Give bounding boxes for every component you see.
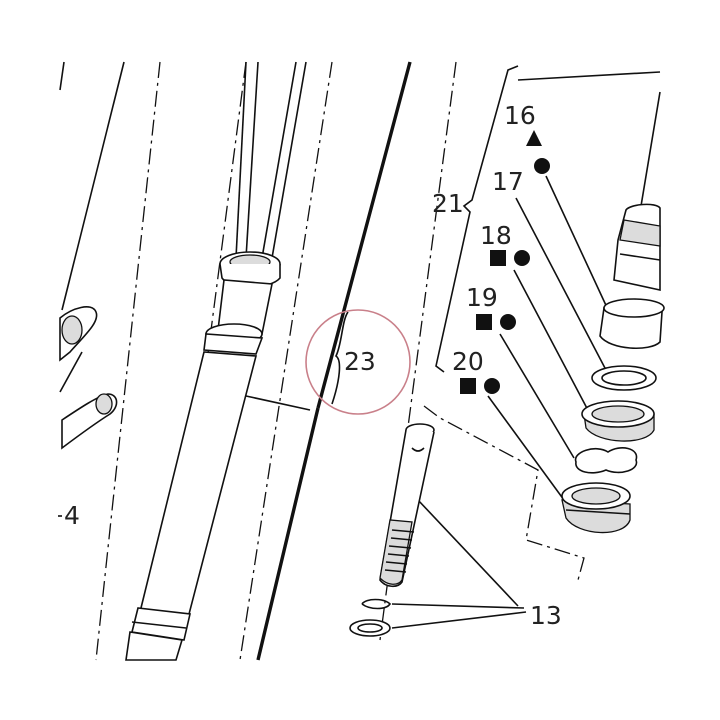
square-symbol-19 <box>476 314 492 330</box>
part-18-seal <box>581 400 655 442</box>
label-16: 16 <box>504 101 536 130</box>
label-17: 17 <box>492 167 524 196</box>
square-symbol-18 <box>490 250 506 266</box>
center-lines <box>95 61 585 661</box>
circle-symbol-16 <box>534 158 550 174</box>
label-13: 13 <box>530 601 562 630</box>
part-20-wiper <box>561 482 631 534</box>
left-fork-leg <box>59 61 125 450</box>
outer-tube <box>256 61 412 661</box>
part-13-circlips <box>349 598 392 637</box>
circle-symbol-20 <box>484 378 500 394</box>
label-20: 20 <box>452 347 484 376</box>
label-23: 23 <box>344 347 376 376</box>
square-symbol-20 <box>460 378 476 394</box>
triangle-symbol-16 <box>526 130 542 146</box>
right-shaft <box>613 91 661 291</box>
threaded-piston <box>379 423 435 588</box>
circle-symbol-19 <box>500 314 516 330</box>
part-19-clip <box>574 447 638 474</box>
label-19: 19 <box>466 283 498 312</box>
label-18: 18 <box>480 221 512 250</box>
highlight-circle-23 <box>305 309 411 415</box>
circle-symbol-18 <box>514 250 530 266</box>
leader-lines <box>391 175 611 629</box>
label-4: 4 <box>64 501 80 530</box>
part-17-washer <box>591 365 657 391</box>
part-16-bushing <box>599 298 665 350</box>
bracket-23 <box>331 311 349 405</box>
bracket-21 <box>435 65 661 373</box>
damper-cartridge <box>125 61 311 661</box>
label-21: 21 <box>432 189 464 218</box>
